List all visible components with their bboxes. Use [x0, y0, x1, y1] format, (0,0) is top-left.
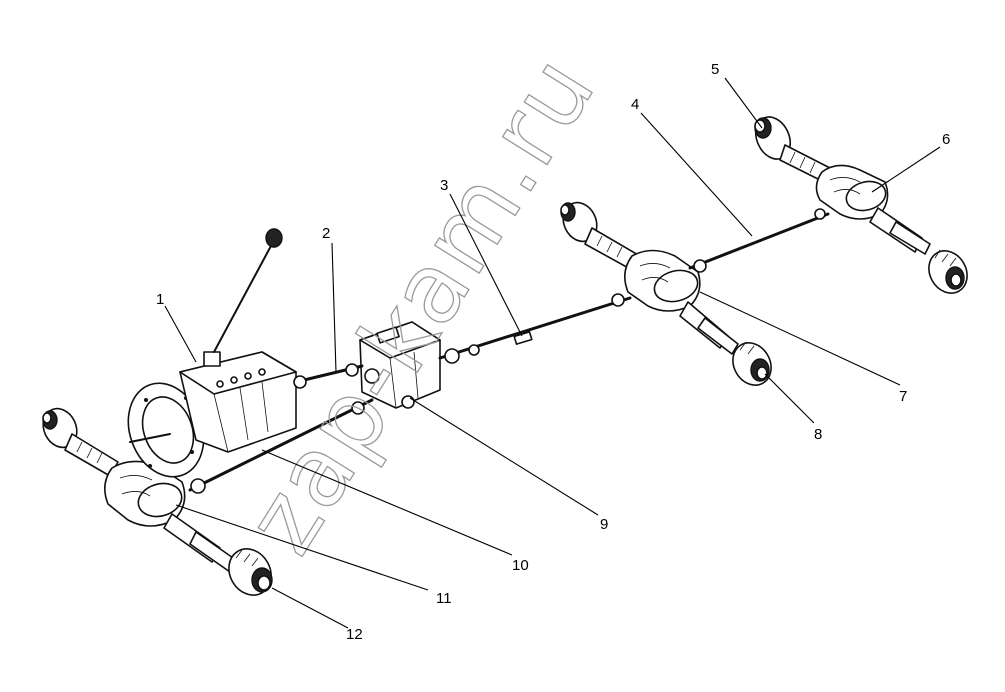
callout-11: 11: [436, 590, 452, 607]
callout-9: 9: [600, 516, 608, 533]
callout-6: 6: [942, 131, 950, 148]
callout-10: 10: [512, 557, 529, 574]
callout-2: 2: [322, 225, 330, 242]
callout-8: 8: [814, 426, 822, 443]
gearbox: [127, 228, 297, 478]
callout-7: 7: [899, 388, 907, 405]
callout-5: 5: [711, 61, 719, 78]
middle-axle: [560, 201, 772, 386]
callout-labels: 1 2 3 4 5 6 7 8 9 10 11 12: [156, 61, 950, 643]
callout-3: 3: [440, 177, 448, 194]
watermark-text: zap-kam.ru: [225, 36, 618, 572]
leader-lines: [164, 77, 941, 629]
rear-axle: [754, 116, 968, 294]
callout-4: 4: [631, 96, 639, 113]
transfer-case: [359, 321, 441, 409]
callout-12: 12: [346, 626, 363, 643]
front-axle: [42, 407, 273, 596]
callout-1: 1: [156, 291, 164, 308]
propeller-shafts: [188, 208, 830, 494]
